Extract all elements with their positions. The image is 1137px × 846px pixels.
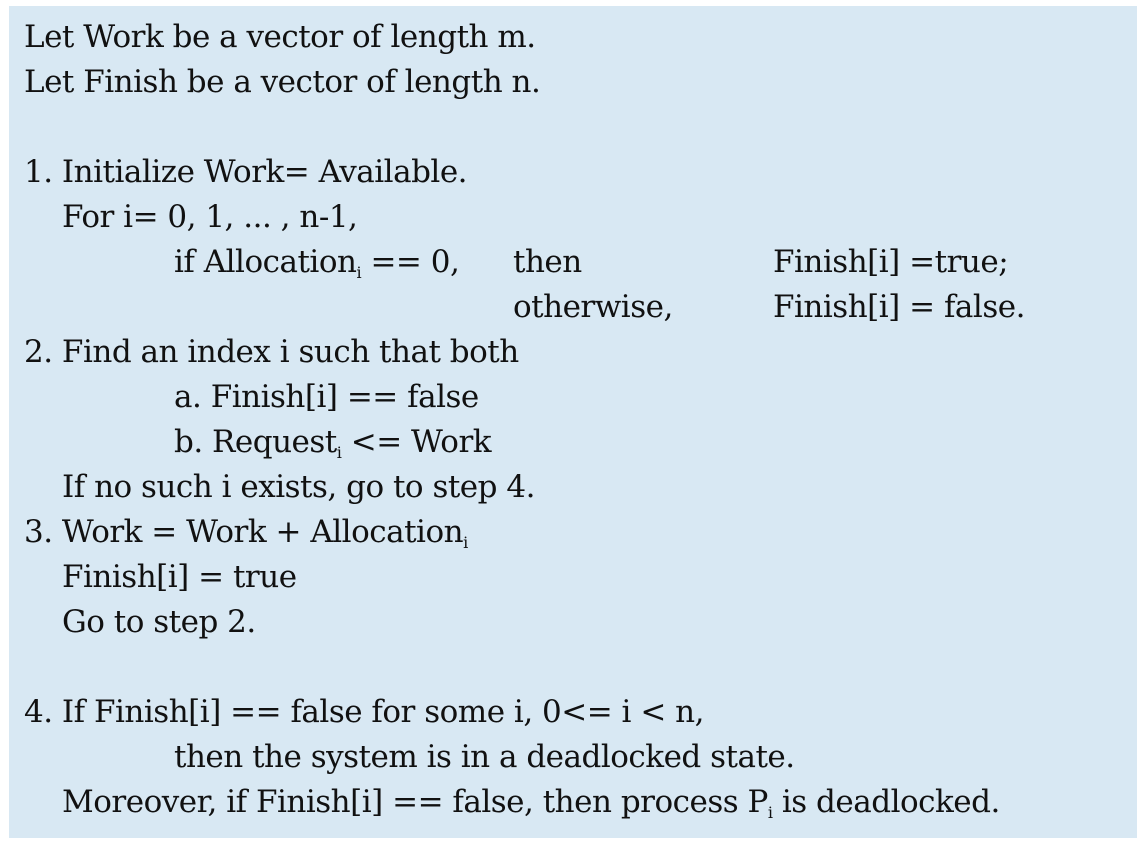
- intro-line-finish: Let Finish be a vector of length n.: [24, 64, 541, 100]
- step1-condition: if Allocationi == 0,: [174, 244, 460, 282]
- step2-condition-b: b. Requesti <= Work: [174, 424, 492, 462]
- step1-for-loop: For i= 0, 1, ... , n-1,: [62, 199, 358, 235]
- step3-goto: Go to step 2.: [62, 604, 256, 640]
- step2-no-such-i: If no such i exists, go to step 4.: [62, 469, 535, 505]
- intro-line-work: Let Work be a vector of length m.: [24, 19, 536, 55]
- step1-then-label: then: [513, 244, 582, 280]
- algorithm-box: [9, 6, 1137, 838]
- step3-finish-true: Finish[i] = true: [62, 559, 297, 595]
- step2-find-index: 2. Find an index i such that both: [24, 334, 519, 370]
- step1-initialize: 1. Initialize Work= Available.: [24, 154, 468, 190]
- step3-work-update: 3. Work = Work + Allocationi: [24, 514, 468, 552]
- step4-deadlocked-state: then the system is in a deadlocked state…: [174, 739, 795, 775]
- step1-otherwise-label: otherwise,: [513, 289, 673, 325]
- step4-check: 4. If Finish[i] == false for some i, 0<=…: [24, 694, 704, 730]
- step1-otherwise-result: Finish[i] = false.: [773, 289, 1025, 325]
- step2-condition-a: a. Finish[i] == false: [174, 379, 479, 415]
- step4-process-deadlocked: Moreover, if Finish[i] == false, then pr…: [62, 784, 1000, 822]
- step1-then-result: Finish[i] =true;: [773, 244, 1009, 280]
